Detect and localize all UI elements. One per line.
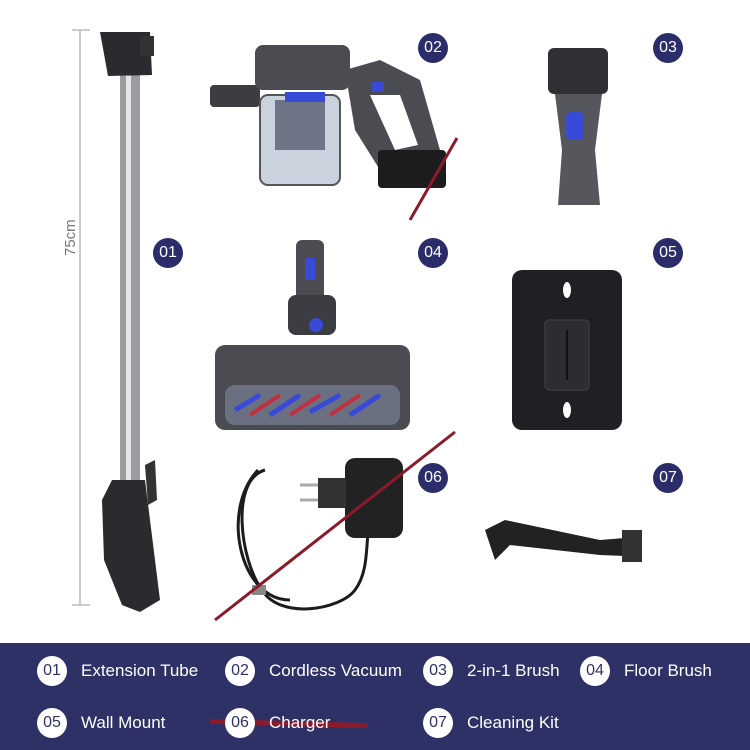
legend-label: Cleaning Kit — [467, 713, 559, 732]
charger-image — [236, 458, 403, 611]
legend-label: Cordless Vacuum — [269, 661, 402, 680]
legend-item: 05 Wall Mount — [37, 708, 165, 738]
legend-label: Charger — [269, 713, 331, 732]
legend-item-struck: 06 Charger — [225, 708, 330, 738]
badge-06: 06 — [418, 463, 448, 493]
badge-01: 01 — [153, 238, 183, 268]
badge-03: 03 — [653, 33, 683, 63]
legend-item: 03 2-in-1 Brush — [423, 656, 560, 686]
product-illustrations — [72, 29, 642, 622]
dimension-line — [72, 29, 90, 606]
wall-mount-image — [512, 270, 622, 430]
legend-item: 04 Floor Brush — [580, 656, 712, 686]
cordless-vacuum-image — [210, 45, 446, 188]
legend-item: 02 Cordless Vacuum — [225, 656, 402, 686]
legend-label: Extension Tube — [81, 661, 199, 680]
legend-number: 04 — [580, 656, 610, 686]
cleaning-kit-image — [485, 520, 642, 562]
legend-label: 2-in-1 Brush — [467, 661, 560, 680]
legend-number: 01 — [37, 656, 67, 686]
strike-charger — [214, 430, 456, 622]
extension-tube-image — [100, 32, 160, 612]
legend-number: 05 — [37, 708, 67, 738]
legend-number: 03 — [423, 656, 453, 686]
legend-band — [0, 643, 750, 750]
strike-vacuum — [408, 137, 459, 221]
legend-label: Wall Mount — [81, 713, 166, 732]
legend-item: 01 Extension Tube — [37, 656, 198, 686]
badge-02: 02 — [418, 33, 448, 63]
floor-brush-image — [215, 240, 410, 430]
badge-04: 04 — [418, 238, 448, 268]
dimension-label: 75cm — [62, 215, 79, 260]
legend-number: 02 — [225, 656, 255, 686]
badge-07: 07 — [653, 463, 683, 493]
legend-number: 06 — [225, 708, 255, 738]
badge-05: 05 — [653, 238, 683, 268]
two-in-one-brush-image — [548, 48, 608, 205]
legend-item: 07 Cleaning Kit — [423, 708, 559, 738]
legend-label: Floor Brush — [624, 661, 712, 680]
legend-number: 07 — [423, 708, 453, 738]
